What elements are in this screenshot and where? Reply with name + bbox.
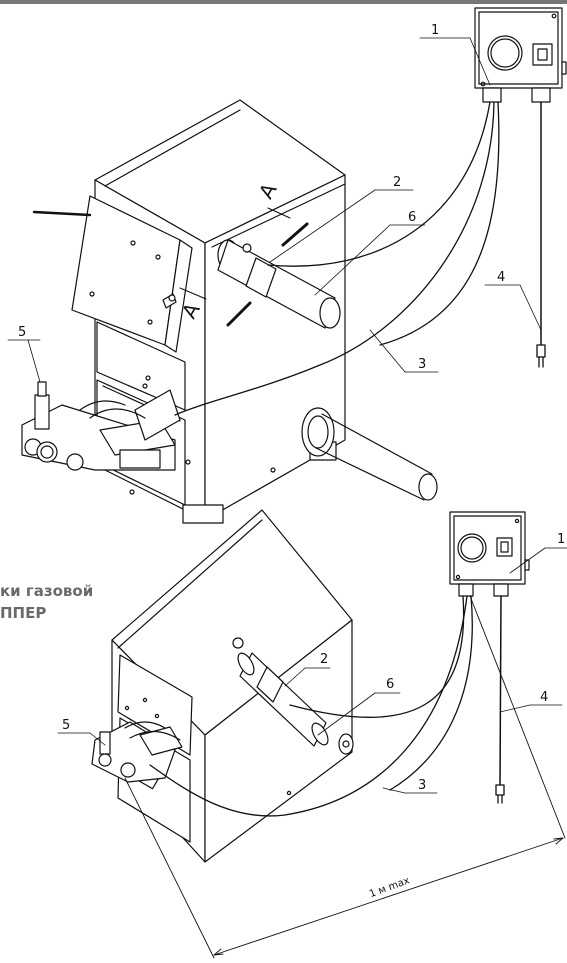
callout-lower-1: 1 <box>557 532 565 547</box>
callout-upper-1: 1 <box>431 23 439 38</box>
sensor-tube-upper <box>217 239 341 329</box>
callout-upper-5: 5 <box>18 325 26 340</box>
callout-lower-2: 2 <box>320 652 328 667</box>
lower-view: 1 2 6 4 3 5 1 м max <box>57 509 567 959</box>
control-box-upper <box>474 7 567 103</box>
control-box-lower <box>449 511 530 597</box>
callout-upper-2: 2 <box>393 175 401 190</box>
callout-lower-4: 4 <box>540 690 548 705</box>
callout-upper-3: 3 <box>418 357 426 372</box>
callout-upper-4: 4 <box>497 270 505 285</box>
callout-upper-6: 6 <box>408 210 416 225</box>
caption-fragment-line-1: ки газовой <box>0 582 94 600</box>
cables-upper <box>174 101 546 416</box>
upper-view: 1 2 6 4 3 5 A A <box>7 7 567 524</box>
caption-fragment-line-2: ППЕР <box>0 604 47 622</box>
boiler-lower <box>111 509 354 863</box>
section-marks-upper <box>226 222 309 327</box>
sensor-tube-lower <box>237 652 329 747</box>
gas-valve-upper <box>21 381 181 471</box>
cables-lower <box>149 595 505 817</box>
callout-lower-6: 6 <box>386 677 394 692</box>
callout-lower-5: 5 <box>62 718 70 733</box>
top-border <box>0 0 567 4</box>
leaders-upper <box>7 37 542 383</box>
callout-lower-3: 3 <box>418 778 426 793</box>
dimension-lines <box>124 595 566 959</box>
leaders-lower <box>57 547 567 794</box>
gas-valve-lower <box>91 721 183 783</box>
